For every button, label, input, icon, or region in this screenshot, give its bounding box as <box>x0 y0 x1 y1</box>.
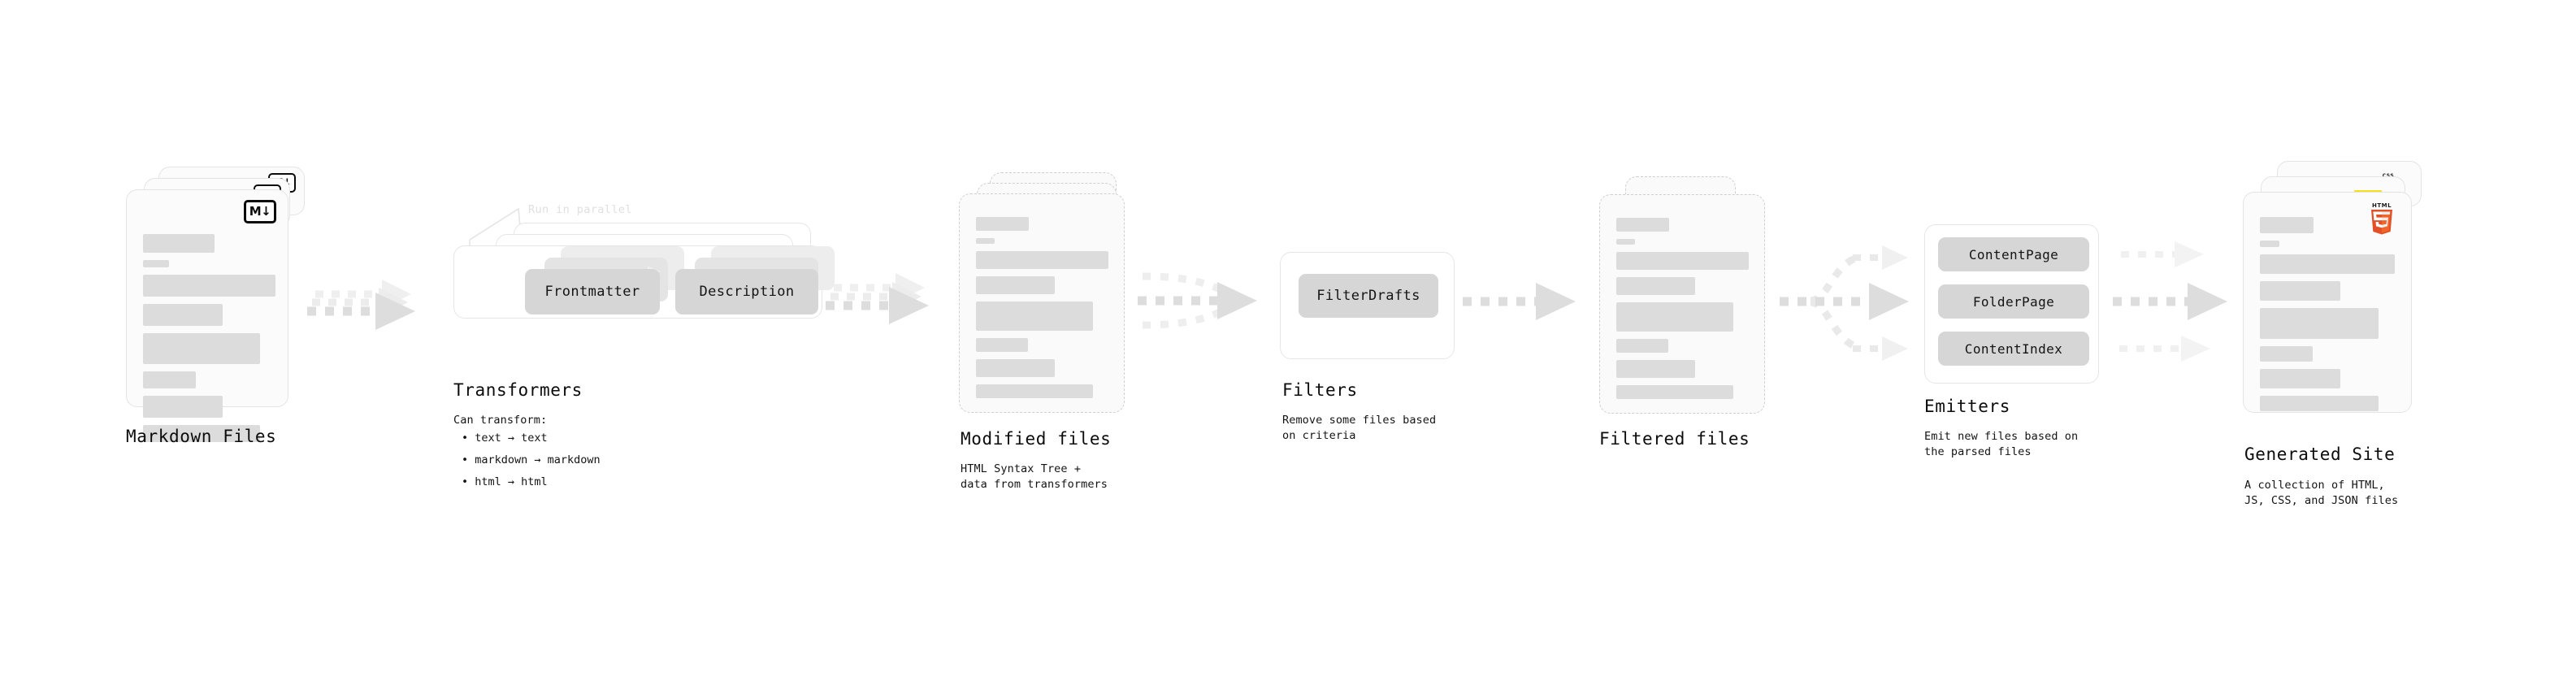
filter-pill-filterdrafts[interactable]: FilterDrafts <box>1299 274 1438 318</box>
file-content-lines <box>1616 218 1764 406</box>
css-icon-label: CSS <box>2375 173 2401 179</box>
page-title-markdown-files: Markdown Files <box>126 427 277 446</box>
generated-site-subtitle: A collection of HTML, JS, CSS, and JSON … <box>2244 479 2399 508</box>
filters-subtitle: Remove some files based on criteria <box>1282 414 1437 443</box>
stage-filtered-files <box>1599 172 1778 416</box>
transformers-bullet-2: • html → html <box>462 475 548 488</box>
page-title-modified-files: Modified files <box>961 429 1112 449</box>
svg-text:HTML: HTML <box>2372 202 2392 209</box>
file-card-front <box>959 193 1125 413</box>
markdown-icon-arrow: ↓ <box>261 204 271 219</box>
stage-generated-site: CSS HTML <box>2243 161 2438 421</box>
conn-modified-to-filters <box>1138 272 1257 329</box>
stage-modified-files <box>959 172 1138 416</box>
conn-transformers-to-modified <box>826 273 929 324</box>
page-title-transformers: Transformers <box>453 380 583 400</box>
stage-markdown-files: M↓ M↓ M↓ <box>126 167 314 442</box>
transformer-pill-frontmatter[interactable]: Frontmatter <box>525 269 660 314</box>
filters-group[interactable]: FilterDrafts <box>1280 252 1455 359</box>
file-card-front <box>1599 194 1765 414</box>
filtered-file-stack[interactable] <box>1599 172 1778 416</box>
file-content-lines <box>143 234 288 449</box>
page-title-generated-site: Generated Site <box>2244 445 2396 464</box>
conn-filtered-to-emitters <box>1780 245 1909 361</box>
emitter-pill-contentindex[interactable]: ContentIndex <box>1938 332 2089 366</box>
page-title-emitters: Emitters <box>1924 397 2010 416</box>
page-title-filtered-files: Filtered files <box>1599 429 1750 449</box>
file-content-lines <box>976 217 1124 406</box>
conn-filters-to-filtered <box>1463 283 1576 320</box>
emitters-subtitle: Emit new files based on the parsed files <box>1924 430 2079 459</box>
transformers-bullet-0: • text → text <box>462 432 548 445</box>
transformers-subtitle: Can transform: <box>453 414 548 427</box>
run-in-parallel-label: Run in parallel <box>528 203 632 216</box>
markdown-file-stack[interactable]: M↓ M↓ M↓ <box>126 167 314 442</box>
transformer-pill-description[interactable]: Description <box>675 269 818 314</box>
modified-file-stack[interactable] <box>959 172 1138 416</box>
html5-icon: HTML <box>2371 202 2392 235</box>
emitters-group[interactable]: ContentPage FolderPage ContentIndex <box>1924 224 2099 384</box>
modified-files-subtitle: HTML Syntax Tree + data from transformer… <box>961 462 1108 492</box>
generated-site-stack[interactable]: CSS HTML <box>2243 161 2438 421</box>
markdown-icon-letter: M <box>249 204 262 219</box>
file-card-html: HTML <box>2243 192 2412 413</box>
file-card-front: M↓ <box>126 189 288 442</box>
transformers-bullet-1: • markdown → markdown <box>462 453 601 466</box>
emitter-pill-folderpage[interactable]: FolderPage <box>1938 284 2089 319</box>
conn-md-to-transformers <box>307 280 415 330</box>
file-content-lines <box>2260 217 2411 419</box>
conn-emitters-to-site <box>2113 241 2227 362</box>
emitter-pill-contentpage[interactable]: ContentPage <box>1938 237 2089 271</box>
markdown-icon: M↓ <box>244 200 276 223</box>
page-title-filters: Filters <box>1282 380 1358 400</box>
